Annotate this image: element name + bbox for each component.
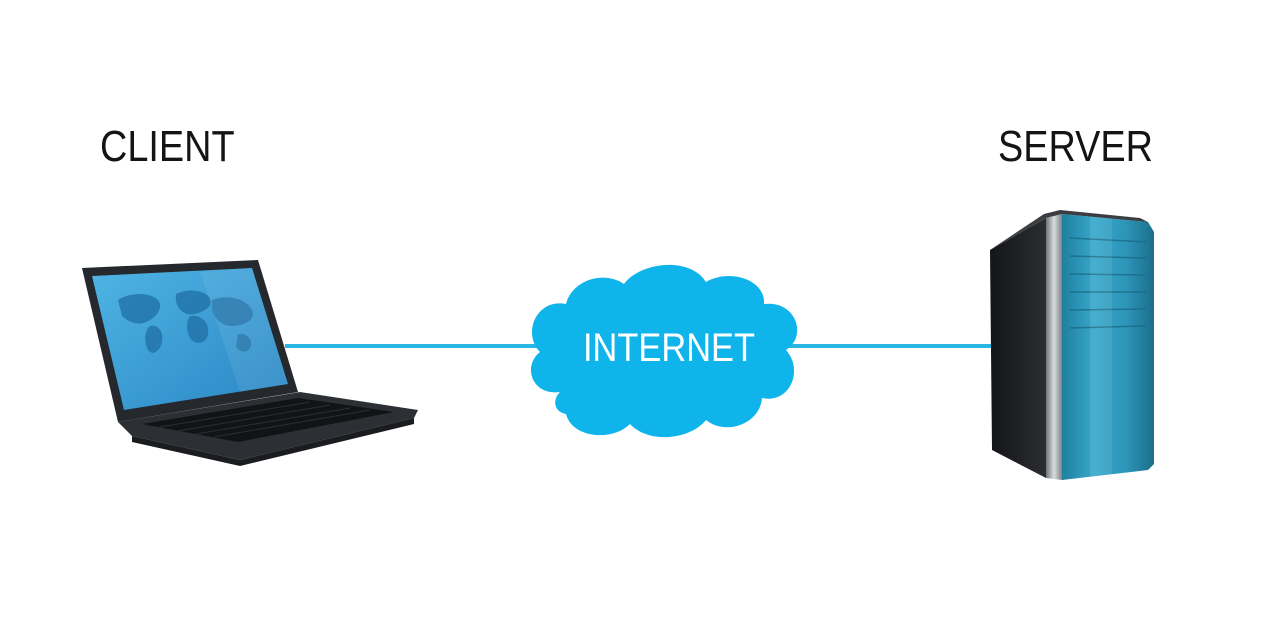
server-drive-bays: [1069, 237, 1147, 329]
server-label: SERVER: [998, 122, 1153, 171]
client-label: CLIENT: [100, 122, 235, 171]
server-panel-highlight: [1090, 214, 1112, 478]
server-top: [990, 210, 1148, 250]
laptop-keys: [159, 401, 371, 438]
internet-label: INTERNET: [583, 326, 755, 370]
server-front-panel: [1062, 214, 1154, 480]
server-tower-icon: [990, 210, 1154, 480]
laptop-base-edge: [132, 418, 414, 466]
cloud-shape: [530, 264, 798, 438]
cloud-icon: [530, 264, 798, 438]
server-front-strip: [1046, 214, 1062, 480]
server-side-panel: [990, 218, 1046, 478]
laptop-icon: [82, 260, 418, 466]
screen-glare: [200, 268, 288, 392]
world-map-graphic: [118, 290, 253, 353]
laptop-keyboard: [142, 398, 394, 442]
